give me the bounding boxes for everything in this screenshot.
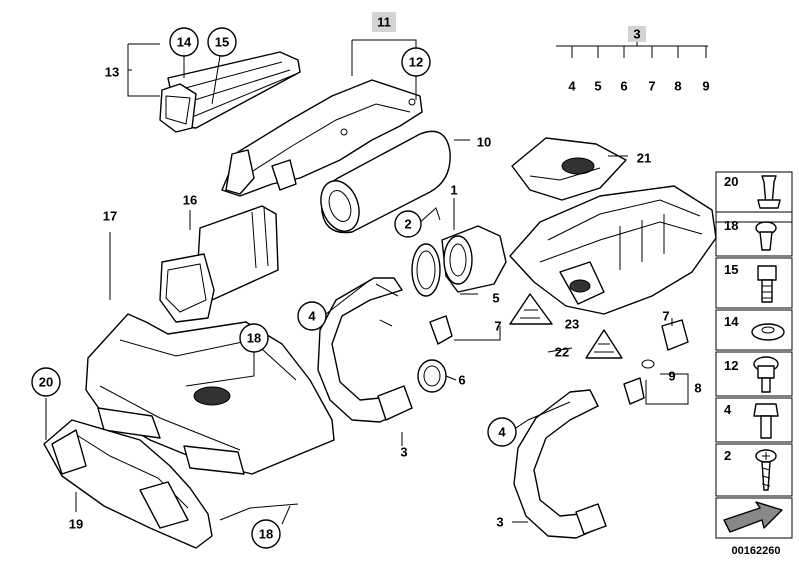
callout-4-left: 4 bbox=[308, 309, 316, 324]
hw-label-2: 2 bbox=[724, 448, 731, 463]
callout-14: 14 bbox=[177, 35, 192, 50]
callout-4-right: 4 bbox=[498, 425, 506, 440]
callout-12: 12 bbox=[409, 55, 423, 70]
hw-label-15: 15 bbox=[724, 262, 738, 277]
upper-cover bbox=[221, 79, 423, 197]
air-duct bbox=[159, 205, 279, 323]
cylinder-head-cover bbox=[509, 185, 717, 315]
hw-label-12: 12 bbox=[724, 358, 738, 373]
valve-cover-cap bbox=[511, 137, 627, 201]
callout-1: 1 bbox=[450, 183, 457, 198]
hose-fitting bbox=[417, 359, 447, 393]
seal-ring bbox=[411, 243, 441, 297]
callout-23: 23 bbox=[565, 317, 579, 332]
callout-17: 17 bbox=[103, 209, 117, 224]
hex-bolt-icon bbox=[753, 403, 779, 439]
callout-16: 16 bbox=[183, 193, 197, 208]
group3-item-4: 4 bbox=[568, 79, 576, 94]
callout-13: 13 bbox=[105, 65, 119, 80]
hw-label-14: 14 bbox=[724, 314, 739, 329]
self-tap-screw-icon bbox=[755, 449, 777, 491]
throttle-body bbox=[441, 225, 507, 293]
hardware-column: 20 18 15 14 12 4 2 bbox=[715, 171, 793, 539]
rivet-icon bbox=[755, 221, 777, 251]
group3-item-8: 8 bbox=[674, 79, 681, 94]
callout-3-box bbox=[628, 26, 646, 42]
leader-lines bbox=[45, 38, 708, 525]
callout-22: 22 bbox=[555, 345, 569, 360]
callout-18-top: 18 bbox=[247, 331, 261, 346]
diagram-code: 00162260 bbox=[732, 545, 781, 557]
crankcase-hose-left bbox=[317, 277, 413, 423]
callout-5: 5 bbox=[492, 291, 499, 306]
group3-item-7: 7 bbox=[648, 79, 655, 94]
callout-11-box bbox=[372, 12, 396, 32]
hw-label-20: 20 bbox=[724, 174, 738, 189]
callout-6: 6 bbox=[458, 373, 465, 388]
intake-silencer-housing bbox=[85, 313, 335, 475]
hw-label-18: 18 bbox=[724, 218, 738, 233]
callout-2: 2 bbox=[404, 217, 411, 232]
callout-19: 19 bbox=[69, 517, 83, 532]
callout-15: 15 bbox=[215, 35, 229, 50]
callout-7-right: 7 bbox=[662, 309, 669, 324]
group3-item-6: 6 bbox=[620, 79, 627, 94]
group3-item-5: 5 bbox=[594, 79, 601, 94]
rubber-grommet-icon bbox=[751, 323, 785, 341]
caution-label-22 bbox=[585, 329, 623, 359]
callout-18-bottom: 18 bbox=[259, 527, 273, 542]
intake-snorkel bbox=[159, 51, 301, 133]
caution-label-23 bbox=[509, 293, 553, 325]
callout-3-top: 3 bbox=[633, 27, 640, 42]
air-filter-element bbox=[320, 130, 451, 234]
screw-icon bbox=[753, 356, 779, 393]
callout-3-left: 3 bbox=[400, 445, 407, 460]
callout-10: 10 bbox=[477, 135, 491, 150]
check-valve-lower bbox=[623, 319, 689, 405]
ref-arrow-icon bbox=[723, 501, 783, 533]
callout-11: 11 bbox=[377, 15, 391, 30]
callout-7-mid: 7 bbox=[494, 319, 501, 334]
callouts: 11 3 4 5 6 7 8 9 14 15 12 2 4 18 20 4 18… bbox=[31, 12, 710, 549]
check-valve-upper bbox=[429, 315, 453, 345]
group3-item-9: 9 bbox=[702, 79, 709, 94]
callout-9: 9 bbox=[668, 369, 675, 384]
crankcase-hose-right bbox=[513, 389, 607, 539]
hw-label-4: 4 bbox=[724, 402, 732, 417]
callout-3-right: 3 bbox=[496, 515, 503, 530]
callout-20: 20 bbox=[39, 375, 53, 390]
grommet-clip-icon bbox=[757, 175, 781, 209]
bolt-icon bbox=[757, 265, 777, 303]
callout-21: 21 bbox=[637, 151, 651, 166]
callout-8: 8 bbox=[694, 381, 701, 396]
lower-air-duct bbox=[43, 419, 213, 549]
